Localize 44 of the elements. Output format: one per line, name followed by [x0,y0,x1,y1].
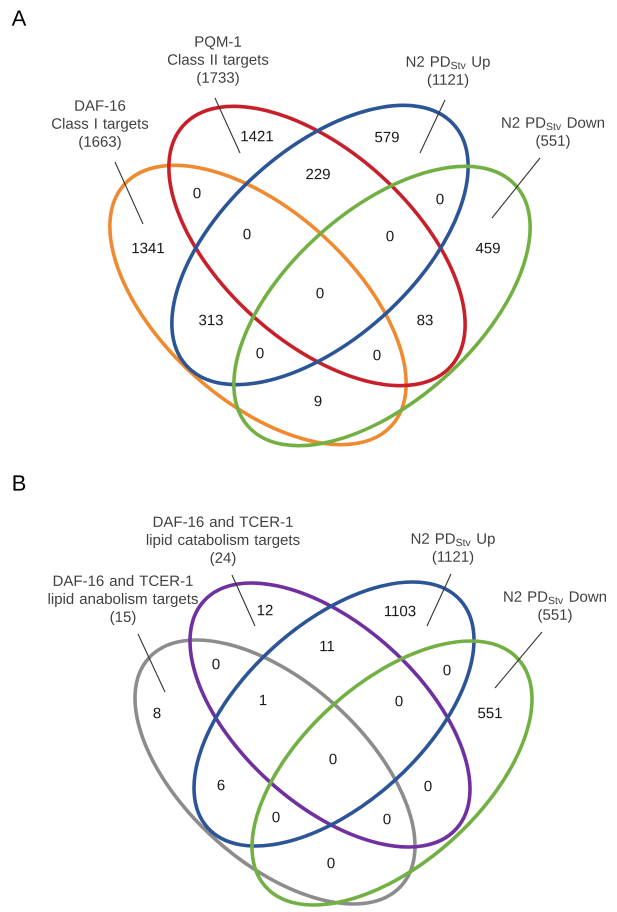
count-label: 0 [443,664,451,676]
set-label: DAF-16 and TCER-1 lipid anabolism targets (15) [48,575,198,625]
count-label: 0 [436,194,444,204]
count-label: 0 [256,348,264,358]
count-label: 0 [212,658,220,670]
count-label: 0 [316,288,324,298]
count-label: 0 [327,858,335,868]
leader-line [114,162,144,224]
count-label: 1 [260,694,266,706]
set-label: N2 PD$_{Stv}$ Down (551) [504,591,606,623]
count-label: 6 [218,780,225,790]
panel-letter: B [13,475,26,491]
count-label: 1103 [385,606,416,616]
set-label: DAF-16 Class I targets (1663) [52,100,148,150]
count-label: 579 [375,132,399,142]
count-label: 83 [417,314,433,326]
count-label: 313 [199,314,223,326]
count-label: 229 [306,168,330,180]
count-label: 0 [243,228,251,240]
panel-letter: A [12,10,26,26]
leader-line [494,632,542,688]
count-label: 551 [478,708,502,718]
count-label: 0 [193,188,201,198]
count-label: 1341 [132,242,164,254]
set-label: N2 PD$_{Stv}$ Up (1121) [412,533,495,565]
set-label: N2 PD$_{Stv}$ Down (551) [502,117,604,149]
leader-line [138,634,166,692]
count-label: 8 [153,708,161,718]
count-label: 0 [329,754,337,764]
count-label: 11 [320,640,334,652]
count-label: 0 [383,814,391,824]
count-label: 0 [386,230,394,242]
count-label: 1421 [241,130,273,142]
count-label: 0 [424,780,432,792]
set-label: DAF-16 and TCER-1 lipid catabolism targets (24) [146,516,300,566]
count-label: 0 [272,812,280,822]
set-label: N2 PD$_{Stv}$ Up (1121) [406,56,490,88]
leader-line [492,158,540,218]
count-label: 0 [373,350,381,360]
count-label: 459 [476,242,500,254]
set-label: PQM-1 Class II targets (1733) [168,36,268,86]
count-label: 12 [258,604,273,616]
count-label: 9 [314,396,322,406]
count-label: 0 [395,696,403,706]
